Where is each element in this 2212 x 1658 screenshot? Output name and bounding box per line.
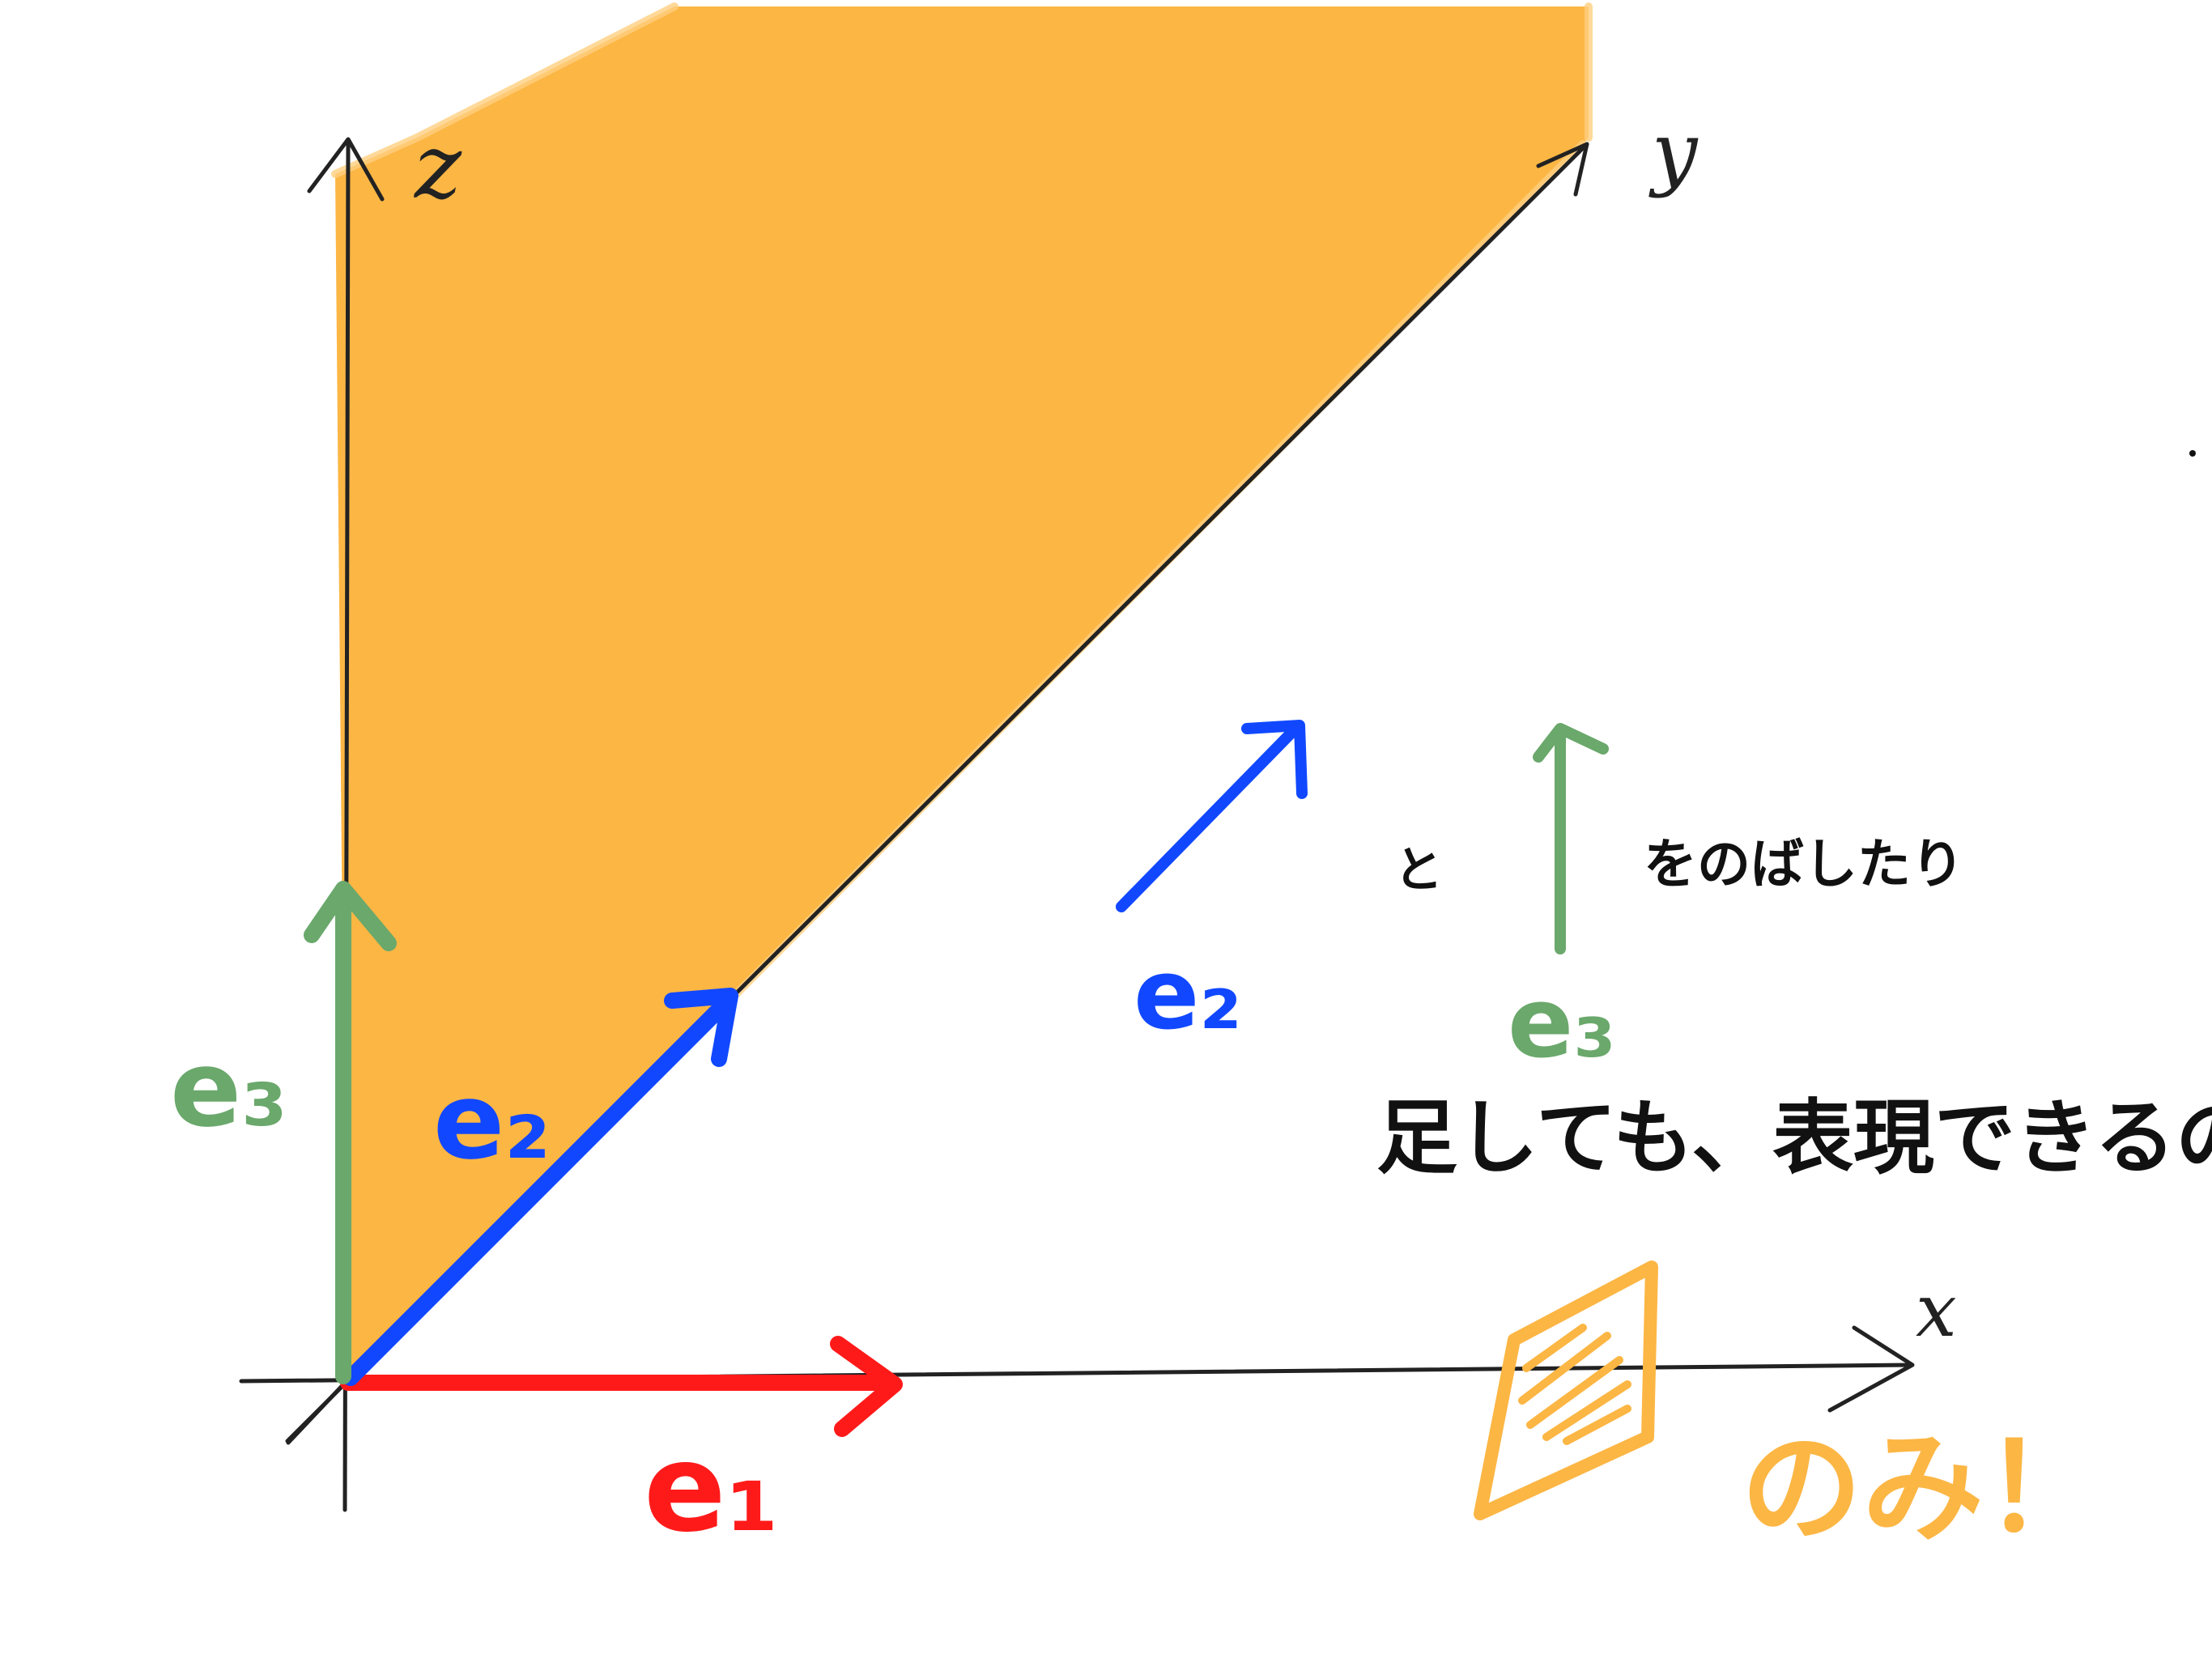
vector-e3-label: e₃ <box>170 1027 287 1150</box>
vector-e2-label: e₂ <box>433 1060 551 1183</box>
legend-e2-arrow <box>1116 720 1308 912</box>
legend-e2-label: e₂ <box>1134 939 1242 1052</box>
vector-e1 <box>340 1336 903 1437</box>
legend-e3-label: e₃ <box>1508 967 1616 1080</box>
only-text: のみ！ <box>1741 1418 2105 1559</box>
vector-e3 <box>304 881 397 1384</box>
y-axis-arrowhead <box>1536 142 1589 197</box>
legend-e3-arrow <box>1533 723 1609 954</box>
vector-e2 <box>342 988 738 1386</box>
z-axis-label: z <box>413 115 462 219</box>
stretch-text: をのばしたり <box>1644 833 1964 895</box>
x-axis-arrowhead <box>1827 1325 1915 1413</box>
origin-tail <box>286 1379 349 1445</box>
vector-e1-label: e₁ <box>644 1418 779 1559</box>
y-axis-label: y <box>1648 104 1699 199</box>
z-axis-arrowhead <box>307 137 385 202</box>
hatched-parallelogram-icon <box>1474 1261 1658 1520</box>
x-axis-label: x <box>1916 1269 1957 1354</box>
legend-to-text: と <box>1394 842 1443 899</box>
add-text: 足しても、表現できるのは <box>1376 1090 2212 1185</box>
stray-dot <box>2189 450 2196 457</box>
